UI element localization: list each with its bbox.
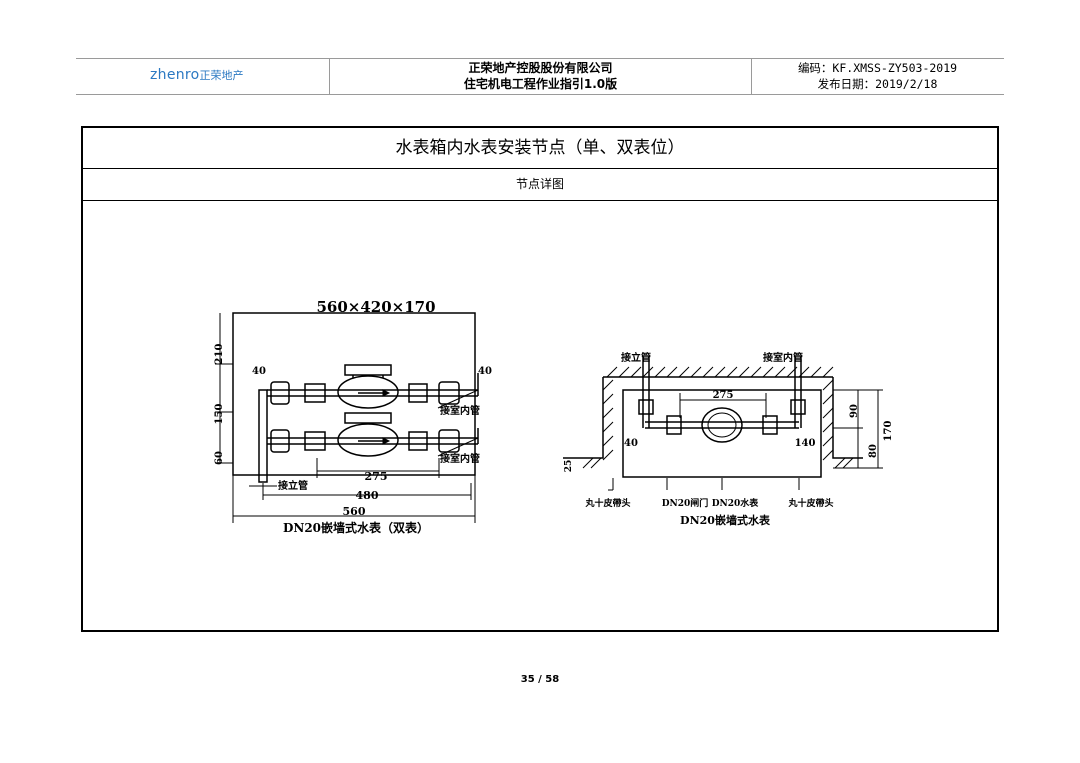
dim-label: 25 — [564, 460, 574, 473]
box-size-label: 560×420×170 — [316, 298, 435, 316]
installation-drawing: 560×420×170 210 150 60 40 40 接室内管 接室内管 2… — [214, 298, 894, 535]
upper-fitting — [408, 383, 428, 403]
single-meter-labels: 接立管 接室内管 275 40 140 90 80 170 25 丸十皮帶头 D… — [564, 351, 894, 527]
double-meter-drawing — [215, 312, 479, 523]
wall-hatching — [582, 366, 854, 469]
upper-valve — [438, 381, 460, 405]
double-meter-labels: 560×420×170 210 150 60 40 40 接室内管 接室内管 2… — [214, 298, 492, 535]
logo-cn: 正荣地产 — [199, 69, 244, 82]
company-name: 正荣地产控股股份有限公司 — [468, 61, 613, 75]
dim-label: 150 — [214, 404, 225, 425]
meter-body — [701, 407, 743, 443]
indoor-pipe-label: 接室内管 — [440, 452, 480, 465]
valve — [762, 415, 778, 435]
flow-arrow-head — [382, 437, 391, 445]
meter-label: DN20水表 — [712, 497, 760, 509]
elbow-fitting — [790, 399, 806, 415]
document-code: 编码：KF.XMSS-ZY503-2019 — [797, 61, 958, 75]
dim-label: 480 — [356, 489, 379, 502]
elbow-label: 丸十皮帶头 — [787, 497, 833, 509]
upper-meter-body — [337, 375, 399, 409]
flow-arrow-head — [382, 389, 391, 397]
meter-dial — [707, 412, 737, 438]
meter-box-outline — [622, 389, 822, 478]
dim-label: 275 — [365, 470, 388, 483]
page-header: zhenro正荣地产 正荣地产控股股份有限公司 住宅机电工程作业指引1.0版 编… — [76, 58, 1004, 95]
node-detail-table: 水表箱内水表安装节点（单、双表位） 节点详图 — [81, 126, 999, 632]
dim-label: 170 — [883, 421, 894, 442]
elbow-fitting — [638, 399, 654, 415]
publish-date: 发布日期：2019/2/18 — [817, 77, 938, 91]
dim-label: 60 — [214, 451, 225, 465]
meta-cell: 编码：KF.XMSS-ZY503-2019 发布日期：2019/2/18 — [751, 59, 1004, 94]
dim-label: 40 — [252, 366, 266, 377]
indoor-pipe-label: 接室内管 — [440, 404, 480, 417]
logo-latin: zhenro — [150, 67, 200, 83]
logo-cell: zhenro正荣地产 — [76, 59, 329, 94]
elbow-label: 丸十皮帶头 — [584, 497, 630, 509]
riser-pipe — [258, 389, 268, 483]
indoor-leader — [437, 437, 479, 457]
wall-edge — [832, 377, 863, 459]
table-subtitle: 节点详图 — [83, 169, 997, 201]
upper-valve — [270, 381, 290, 405]
lower-fitting — [304, 431, 326, 451]
dim-label: 40 — [478, 366, 492, 377]
lower-meter-head — [344, 412, 392, 424]
indoor-pipe-label: 接室内管 — [763, 351, 803, 364]
dim-label: 275 — [713, 390, 734, 401]
page-number: 35 / 58 — [520, 674, 560, 685]
document-title: 住宅机电工程作业指引1.0版 — [463, 77, 618, 91]
indoor-leader — [437, 389, 479, 409]
company-cell: 正荣地产控股股份有限公司 住宅机电工程作业指引1.0版 — [329, 59, 752, 94]
lower-valve — [438, 429, 460, 453]
single-meter-drawing — [563, 356, 883, 491]
riser-label: 接立管 — [621, 351, 651, 364]
dim-label: 90 — [849, 404, 860, 418]
company-logo: zhenro正荣地产 — [150, 67, 244, 83]
lower-meter-body — [337, 423, 399, 457]
dim-label: 40 — [624, 438, 638, 449]
upper-fitting — [304, 383, 326, 403]
riser-label: 接立管 — [278, 479, 308, 492]
upper-meter-head — [344, 364, 392, 376]
dim-label: 560 — [343, 505, 366, 518]
drawing-caption: DN20嵌墙式水表 — [680, 513, 771, 527]
drawing-caption: DN20嵌墙式水表（双表） — [283, 520, 429, 535]
lower-fitting — [408, 431, 428, 451]
dim-label: 210 — [214, 344, 225, 365]
table-title: 水表箱内水表安装节点（单、双表位） — [83, 128, 997, 169]
dim-label: 80 — [868, 444, 879, 458]
valve — [666, 415, 682, 435]
valve-label: DN20闸门 — [662, 497, 709, 509]
wall-edge — [563, 377, 604, 459]
dim-label: 140 — [795, 438, 816, 449]
lower-valve — [270, 429, 290, 453]
